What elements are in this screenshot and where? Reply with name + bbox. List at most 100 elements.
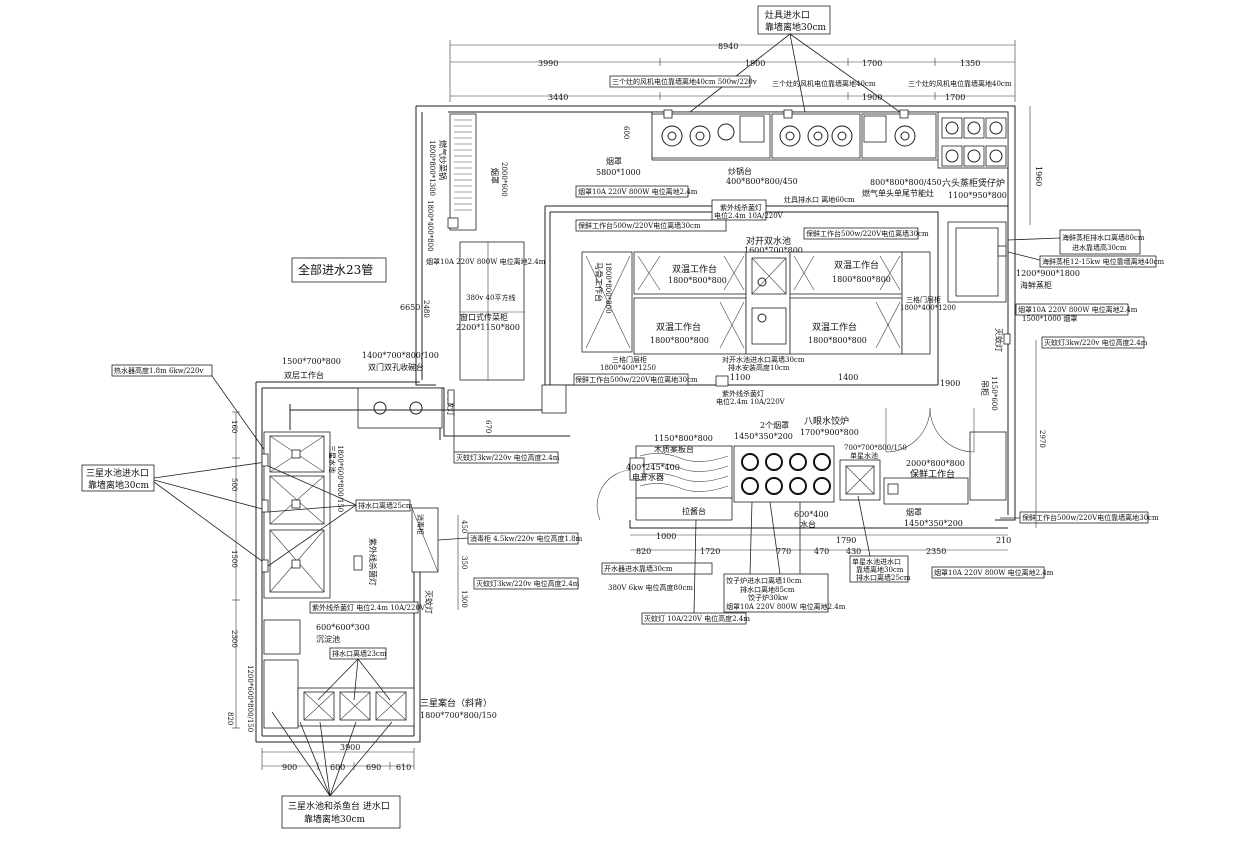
seafood-power-note: 海鲜蒸柜12-15kw 电位靠墙离地40cm (1042, 257, 1164, 266)
insect-lamp-3: 灭蚊灯 (424, 590, 434, 614)
fresh-note-3: 保鲜工作台500w/220V电位离地30cm (575, 375, 698, 384)
single-water-note2: 靠墙离地30cm (856, 565, 904, 574)
hood4-note: 烟罩10A 220V 800W 电位离地2.4m (426, 257, 546, 266)
cabinet-top-size: 1150*600 (990, 376, 998, 411)
stove-pot-size: 400*800*800/450 (726, 177, 798, 186)
gas-boiler (449, 113, 477, 231)
dumpling-water-note: 饺子炉进水口离墙10cm (726, 576, 802, 585)
pillar (541, 384, 567, 414)
left-dims (232, 411, 240, 729)
fan-note-1: 三个灶的风机电位靠墙离地40cm 500w/220v (612, 77, 757, 86)
seafood-valve (997, 245, 1007, 257)
sterilizer-note: 消毒柜 4.5kw/220v 电位高度1.8m (470, 534, 583, 543)
dim-610: 610 (396, 763, 411, 772)
dim-690: 690 (366, 763, 381, 772)
dim-600: 600 (622, 126, 630, 139)
dish-return-table (357, 387, 443, 429)
stove-water-label: 灶具进水口 (765, 9, 810, 21)
wash-sinks (261, 431, 331, 599)
steam-oven-size: 1100*950*800 (948, 191, 1007, 200)
dumpling-stove-size: 1700*900*800 (800, 428, 859, 437)
fish-sink-leaders (271, 711, 393, 797)
uv-lamp-top-box (711, 199, 767, 221)
dim-1790: 1790 (836, 536, 856, 545)
seafood-note-box (1059, 229, 1141, 255)
gas-boiler-box (447, 217, 459, 229)
hood3-note: 烟罩10A 220V 800W 电位离地2.4m (1018, 305, 1138, 314)
three-rack-size: 1800*400*1250 (600, 364, 656, 372)
single-water-box (849, 555, 909, 583)
steam-oven-burners (941, 117, 1007, 167)
total-water-box (291, 257, 387, 283)
boiler-power-note: 380V 6kw 电位高度80cm (608, 583, 693, 592)
top-dimension-lines (449, 40, 1016, 102)
double-hole-size: 1400*700*800/100 (362, 351, 439, 360)
fresh-note-2: 保鲜工作台500w/220V电位离墙30cm (806, 229, 929, 238)
uv-lamp-mid-note: 电位2.4m 10A/220V (716, 397, 786, 406)
sauce-table (635, 497, 733, 521)
gas-boiler-size: 1800*800*1300 (428, 140, 436, 196)
hood-main-note: 烟罩10A 220V 800W 电位离地2.4m (578, 187, 698, 196)
stove-water-label2: 靠墙离地30cm (765, 21, 826, 33)
door-rack-label: 三格门层柜 (906, 295, 941, 304)
uv-lamp-mid: 紫外线杀菌灯 (722, 389, 764, 398)
gas-boiler-slats (454, 119, 472, 211)
drain23-note: 排水口离墙23cm (332, 649, 387, 658)
dim-2300: 2300 (230, 630, 238, 648)
insect-note-1-box (1041, 336, 1145, 349)
double-hole-label: 双门双孔收碗台 (368, 362, 424, 372)
dim-450: 450 (460, 520, 468, 533)
hood2-label: 烟罩 (490, 168, 499, 184)
shelf-board: 窗口式传菜柜 (460, 312, 508, 322)
water-tap-size: 600*400 (794, 510, 829, 519)
cutting-size: 1150*800*800 (654, 434, 713, 443)
uv-lamp-left-note: 紫外线杀菌灯 电位2.4m 10A/220V (312, 603, 426, 612)
total-water-label: 全部进水23管 (298, 262, 373, 277)
dumpling-note-box (723, 573, 829, 613)
sink-drain-note: 排水安装高度10cm (728, 363, 790, 372)
hood3-size: 1500*1000 烟罩 (1022, 314, 1077, 323)
hood-main-note-box (575, 185, 689, 198)
fan-note-box-1 (609, 75, 751, 88)
dim-1900b: 1900 (862, 93, 882, 102)
insect-note-2-box (453, 451, 559, 464)
stove-drain-note: 灶具排水口 离地60cm (784, 195, 855, 204)
dim-1900: 1900 (745, 59, 765, 68)
dim-1900c: 1900 (940, 379, 960, 388)
dim-2970: 2970 (1038, 430, 1046, 448)
dim-1500: 1500 (230, 550, 238, 568)
mid-dims (630, 534, 1008, 551)
seafood-power-box (1039, 255, 1157, 268)
hood6-note-box (931, 566, 1045, 579)
insect-note-2: 灭蚊灯3kw/220v 电位高度2.4m (456, 453, 560, 462)
stove-pot-label: 炒锅台 (728, 166, 752, 176)
insect-note-4: 灭蚊灯 10A/220V 电位高度2.4m (644, 614, 750, 623)
stove-water-leaders (689, 33, 901, 113)
sauce-table-label: 拉酱台 (682, 506, 706, 516)
shelf-board-size: 2200*1150*800 (456, 323, 520, 332)
boiler (629, 457, 645, 481)
bottom-dims (261, 748, 415, 770)
dumpling-power-note: 饺子炉30kw (748, 593, 788, 602)
workbench-1-label: 双温工作台 (672, 263, 717, 275)
lift-bench-size: 1800*800*800 (604, 262, 612, 314)
boiler-size: 400*245*400 (626, 463, 680, 472)
boiler-label: 电开水器 (632, 472, 664, 482)
energy-stove-label: 燃气单头单尾节能灶 (862, 188, 934, 198)
dim-500: 500 (230, 478, 238, 491)
drain25-note: 排水口离墙25cm (358, 501, 413, 510)
dim-1960: 1960 (1034, 166, 1043, 186)
uv-lamp-left-box (353, 555, 363, 571)
dim-670: 670 (484, 420, 492, 433)
dim-770: 770 (776, 547, 791, 556)
fresh-bench-label: 保鲜工作台 (910, 468, 955, 480)
side-cabinet-size: 1200*600*800/150 (246, 665, 254, 732)
dim-820: 820 (226, 712, 234, 725)
dim-1100: 1100 (730, 373, 750, 382)
tbl-6650: 6650 (400, 303, 420, 312)
dumpling-drain-note: 排水口离地85cm (740, 585, 795, 594)
dim-430: 430 (846, 547, 861, 556)
gas-boiler-label: 燃气炒菜锅 (438, 140, 448, 180)
door-swing-3 (596, 469, 631, 521)
heater-note: 热水器高度1.8m 6kw/220v (114, 366, 203, 375)
